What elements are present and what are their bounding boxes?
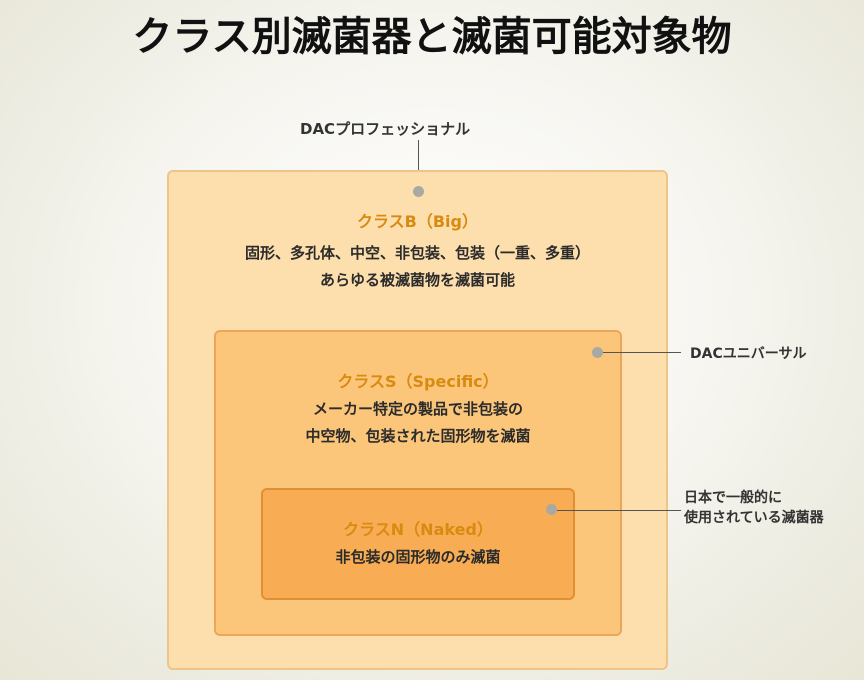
class-b-title: クラスB（Big） bbox=[356, 212, 478, 231]
common-sterilizer-connector-line bbox=[557, 510, 681, 511]
common-sterilizer-label: 日本で一般的に 使用されている滅菌器 bbox=[684, 488, 824, 528]
class-b-description: 固形、多孔体、中空、非包装、包装（一重、多重） あらゆる被滅菌物を滅菌可能 bbox=[167, 240, 668, 294]
class-n-box bbox=[261, 488, 575, 600]
page-title: クラス別滅菌器と滅菌可能対象物 bbox=[132, 14, 732, 60]
professional-connector-line bbox=[418, 140, 419, 192]
class-b-description-line1: 固形、多孔体、中空、非包装、包装（一重、多重） bbox=[244, 244, 590, 262]
class-s-description-line1: メーカー特定の製品で非包装の bbox=[312, 400, 523, 418]
class-s-title: クラスS（Specific） bbox=[337, 372, 499, 391]
common-sterilizer-label-line1: 日本で一般的に bbox=[684, 490, 782, 506]
dac-professional-label: DACプロフェッショナル bbox=[300, 120, 471, 138]
class-b-marker-dot bbox=[413, 186, 424, 197]
class-n-title: クラスN（Naked） bbox=[343, 520, 493, 539]
class-s-marker-dot bbox=[592, 347, 603, 358]
class-n-marker-dot bbox=[546, 504, 557, 515]
class-n-description-line1: 非包装の固形物のみ滅菌 bbox=[335, 548, 501, 566]
common-sterilizer-label-line2: 使用されている滅菌器 bbox=[684, 510, 824, 526]
class-n-description: 非包装の固形物のみ滅菌 bbox=[261, 544, 575, 571]
class-s-description: メーカー特定の製品で非包装の 中空物、包装された固形物を滅菌 bbox=[214, 396, 622, 450]
universal-connector-line bbox=[603, 352, 681, 353]
class-b-description-line2: あらゆる被滅菌物を滅菌可能 bbox=[319, 271, 515, 289]
class-s-description-line2: 中空物、包装された固形物を滅菌 bbox=[305, 427, 531, 445]
dac-universal-label: DACユニバーサル bbox=[690, 346, 807, 362]
